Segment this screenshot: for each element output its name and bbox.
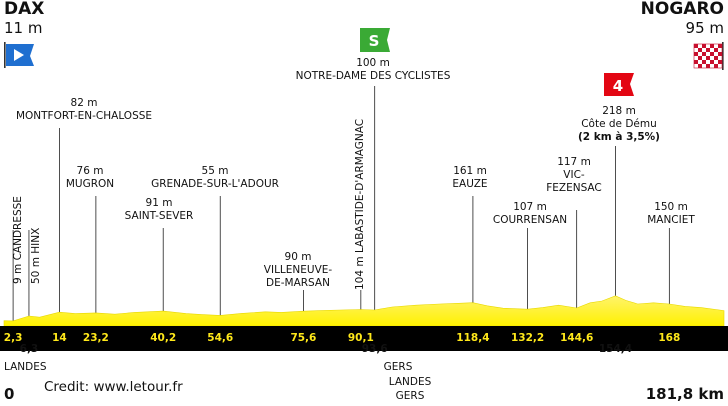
checker-square — [706, 56, 710, 60]
checker-square — [718, 52, 722, 56]
checker-square — [714, 64, 718, 68]
finish-city: NOGARO — [641, 0, 724, 19]
km-marker-labels: 2,3 14 23,2 40,2 54,6 75,6 90,1 118,4 132,2 144,6… — [4, 332, 681, 344]
place-name: SAINT-SEVER — [125, 210, 194, 222]
place-name: MANCIET — [647, 214, 695, 226]
km-label: 23,2 — [83, 332, 109, 344]
place-altitude: 76 m — [77, 165, 104, 177]
checker-square — [706, 64, 710, 68]
checker-square — [694, 60, 698, 64]
climb-detail: (2 km à 3,5%) — [578, 131, 660, 143]
start-altitude: 11 m — [4, 19, 42, 37]
place-name: GRENADE-SUR-L'ADOUR — [151, 178, 279, 190]
place-name-line2: DE-MARSAN — [266, 277, 330, 289]
place-altitude: 117 m — [557, 156, 591, 168]
elevation-profile-area — [3, 295, 725, 327]
credit-text: Credit: www.letour.fr — [44, 379, 183, 395]
checker-square — [702, 44, 706, 48]
place-name: EAUZE — [452, 178, 487, 190]
km-label: 14 — [52, 332, 67, 344]
km-label: 54,6 — [207, 332, 233, 344]
checker-square — [706, 48, 710, 52]
place-name: MONTFORT-EN-CHALOSSE — [16, 110, 152, 122]
km-label: 144,6 — [560, 332, 593, 344]
place-altitude: 161 m — [453, 165, 487, 177]
checker-square — [698, 64, 702, 68]
km-label: 132,2 — [511, 332, 544, 344]
checker-square — [702, 60, 706, 64]
km-label: 6,3 — [20, 343, 39, 355]
checker-square — [714, 48, 718, 52]
checker-square — [698, 48, 702, 52]
checker-square — [710, 44, 714, 48]
start-flag-icon — [4, 42, 34, 68]
checker-square — [694, 44, 698, 48]
place-name: MUGRON — [66, 178, 114, 190]
start-city: DAX — [4, 0, 44, 19]
km-label: 40,2 — [150, 332, 176, 344]
finish-altitude: 95 m — [686, 19, 724, 37]
climb-altitude: 218 m — [602, 105, 636, 117]
start-km: 0 — [4, 385, 14, 403]
department-left: LANDES — [4, 361, 47, 373]
department-mid-2: LANDES — [389, 376, 432, 388]
checker-square — [718, 60, 722, 64]
checker-square — [710, 60, 714, 64]
checker-square — [702, 52, 706, 56]
km-label: 75,6 — [290, 332, 316, 344]
sprint-altitude: 100 m — [356, 57, 390, 69]
climb-badge-number: 4 — [613, 77, 623, 95]
finish-km: 181,8 km — [646, 385, 724, 403]
km-label: 118,4 — [456, 332, 489, 344]
checker-square — [718, 44, 722, 48]
km-band — [0, 326, 728, 351]
place-name: VILLENEUVE- — [264, 264, 333, 276]
checker-square — [710, 52, 714, 56]
place-altitude: 55 m — [202, 165, 229, 177]
department-mid-3: GERS — [396, 390, 425, 402]
place-label-vertical: 104 m LABASTIDE-D'ARMAGNAC — [354, 119, 366, 290]
place-altitude: 107 m — [513, 201, 547, 213]
sprint-name: NOTRE-DAME DES CYCLISTES — [296, 70, 451, 82]
climb-category-icon: 4 — [604, 73, 634, 96]
place-altitude: 82 m — [71, 97, 98, 109]
finish-flag-icon — [693, 42, 724, 70]
place-name: COURRENSAN — [493, 214, 567, 226]
checker-square — [698, 56, 702, 60]
km-label: 154,4 — [599, 343, 632, 355]
km-label: 93,6 — [362, 343, 388, 355]
checker-square — [714, 56, 718, 60]
km-label: 2,3 — [4, 332, 23, 344]
km-label: 168 — [658, 332, 680, 344]
place-name-line2: FEZENSAC — [546, 182, 602, 194]
place-altitude: 91 m — [146, 197, 173, 209]
place-altitude: 90 m — [285, 251, 312, 263]
place-name: VIC- — [563, 169, 585, 181]
checker-square — [694, 52, 698, 56]
km-label: 90,1 — [348, 332, 374, 344]
sprint-badge-letter: S — [369, 32, 380, 50]
sprint-badge-icon: S — [360, 28, 390, 52]
climb-name: Côte de Dému — [581, 118, 657, 130]
place-labels: 9 m CANDRESSE 6,3 50 m HINX 82 mMONTFORT-EN… — [12, 97, 695, 355]
place-altitude: 150 m — [654, 201, 688, 213]
place-label-vertical: 50 m HINX — [30, 228, 42, 284]
leader-lines — [12, 86, 670, 326]
department-mid-1: GERS — [384, 361, 413, 373]
place-label-vertical: 9 m CANDRESSE — [12, 196, 24, 284]
